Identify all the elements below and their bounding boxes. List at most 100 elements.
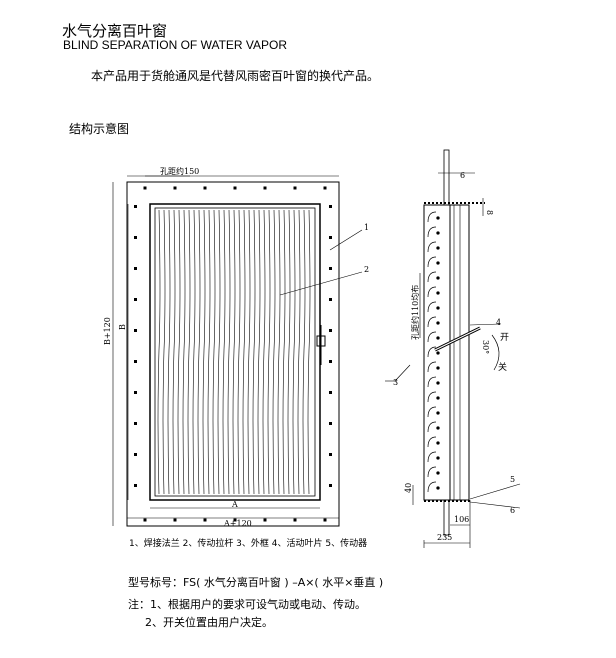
callout-2: 2 (364, 265, 369, 274)
blade (427, 376, 437, 388)
louver-line (247, 209, 251, 495)
title-chinese: 水气分离百叶窗 (62, 22, 168, 40)
bolt (323, 186, 327, 190)
louver-line (207, 209, 211, 495)
close-label: 关 (498, 361, 507, 373)
side-view (385, 149, 521, 548)
hole-spacing-label: 孔距约150 (160, 166, 199, 176)
drive-handle-icon (316, 325, 326, 365)
bolt (143, 518, 147, 522)
louver-line (257, 209, 261, 495)
dim-width-label: A (231, 500, 238, 509)
bolt (143, 186, 147, 190)
blade (427, 256, 437, 268)
bolt (173, 186, 177, 190)
blade-pivot (436, 396, 440, 400)
bolt (329, 391, 332, 394)
blade-pivot (436, 216, 440, 220)
dim-height-outer-label: B+120 (103, 317, 112, 345)
model-designation: 型号标号：FS( 水气分离百叶窗 ) –A×( 水平×垂直 ) (128, 576, 384, 589)
louver-line (192, 209, 196, 495)
blade-pivot (436, 246, 440, 250)
blade-pivot (436, 321, 440, 325)
bolt (329, 236, 332, 239)
blade-pivot (436, 456, 440, 460)
louver-line (307, 209, 311, 495)
blade-pivot (436, 411, 440, 415)
angle-label: 30° (481, 340, 490, 354)
bolt (329, 267, 332, 270)
dim-106: 106 (454, 515, 469, 524)
bolt (134, 329, 137, 332)
louver-line (197, 209, 201, 495)
louver-line (282, 209, 286, 495)
louver-line (302, 209, 306, 495)
blade (427, 436, 437, 448)
louver-line (272, 209, 276, 495)
louver-line (177, 209, 181, 495)
dim-6-top: 6 (460, 171, 465, 180)
bolt (203, 186, 207, 190)
blade-pivot (436, 441, 440, 445)
blade (427, 241, 437, 253)
dim-8: 8 (485, 210, 494, 215)
blade-pivot (436, 231, 440, 235)
louver-line (227, 209, 231, 495)
bolt (134, 267, 137, 270)
bolt (134, 360, 137, 363)
dim-height-label: B (118, 324, 127, 330)
bolt (173, 518, 177, 522)
bolt (134, 453, 137, 456)
blade (427, 361, 437, 373)
parts-legend: 1、焊接法兰 2、传动拉杆 3、外框 4、活动叶片 5、传动器 (129, 539, 368, 549)
blade (427, 271, 437, 283)
open-label: 开 (500, 332, 509, 343)
dim-235: 235 (437, 533, 452, 542)
bolt (263, 518, 267, 522)
blade-pivot (436, 381, 440, 385)
intro-text: 本产品用于货舱通风是代替风雨密百叶窗的换代产品。 (91, 69, 380, 83)
blade-pivot (436, 426, 440, 430)
louver-line (162, 209, 166, 495)
louver-line (217, 209, 221, 495)
blade-pivot (436, 261, 440, 265)
louver-line (237, 209, 241, 495)
title-english: BLIND SEPARATION OF WATER VAPOR (63, 38, 288, 52)
blade-pivot (436, 276, 440, 280)
bolt (329, 329, 332, 332)
louver-line (212, 209, 216, 495)
blade (427, 331, 437, 343)
bolt (233, 186, 237, 190)
louver-line (232, 209, 236, 495)
bolt (134, 391, 137, 394)
callout-1: 1 (364, 223, 369, 232)
callout-3: 3 (393, 378, 398, 387)
louver-line (222, 209, 226, 495)
diagram-heading: 结构示意图 (69, 122, 130, 136)
bolt (323, 518, 327, 522)
louver-line (262, 209, 266, 495)
bolt (329, 453, 332, 456)
blade (427, 286, 437, 298)
blade-pivot (436, 306, 440, 310)
blade (427, 421, 437, 433)
louver-line (182, 209, 186, 495)
bolt (134, 422, 137, 425)
bolt (329, 360, 332, 363)
blade (427, 316, 437, 328)
blade (427, 391, 437, 403)
blade (427, 481, 437, 493)
bolt (293, 518, 297, 522)
louver-line (287, 209, 291, 495)
bolt (134, 205, 137, 208)
louver-line (187, 209, 191, 495)
bolt (329, 484, 332, 487)
blade-pivot (436, 366, 440, 370)
louver-line (292, 209, 296, 495)
blade (427, 226, 437, 238)
bolt (134, 484, 137, 487)
dim-40: 40 (404, 483, 413, 493)
bolt (134, 236, 137, 239)
